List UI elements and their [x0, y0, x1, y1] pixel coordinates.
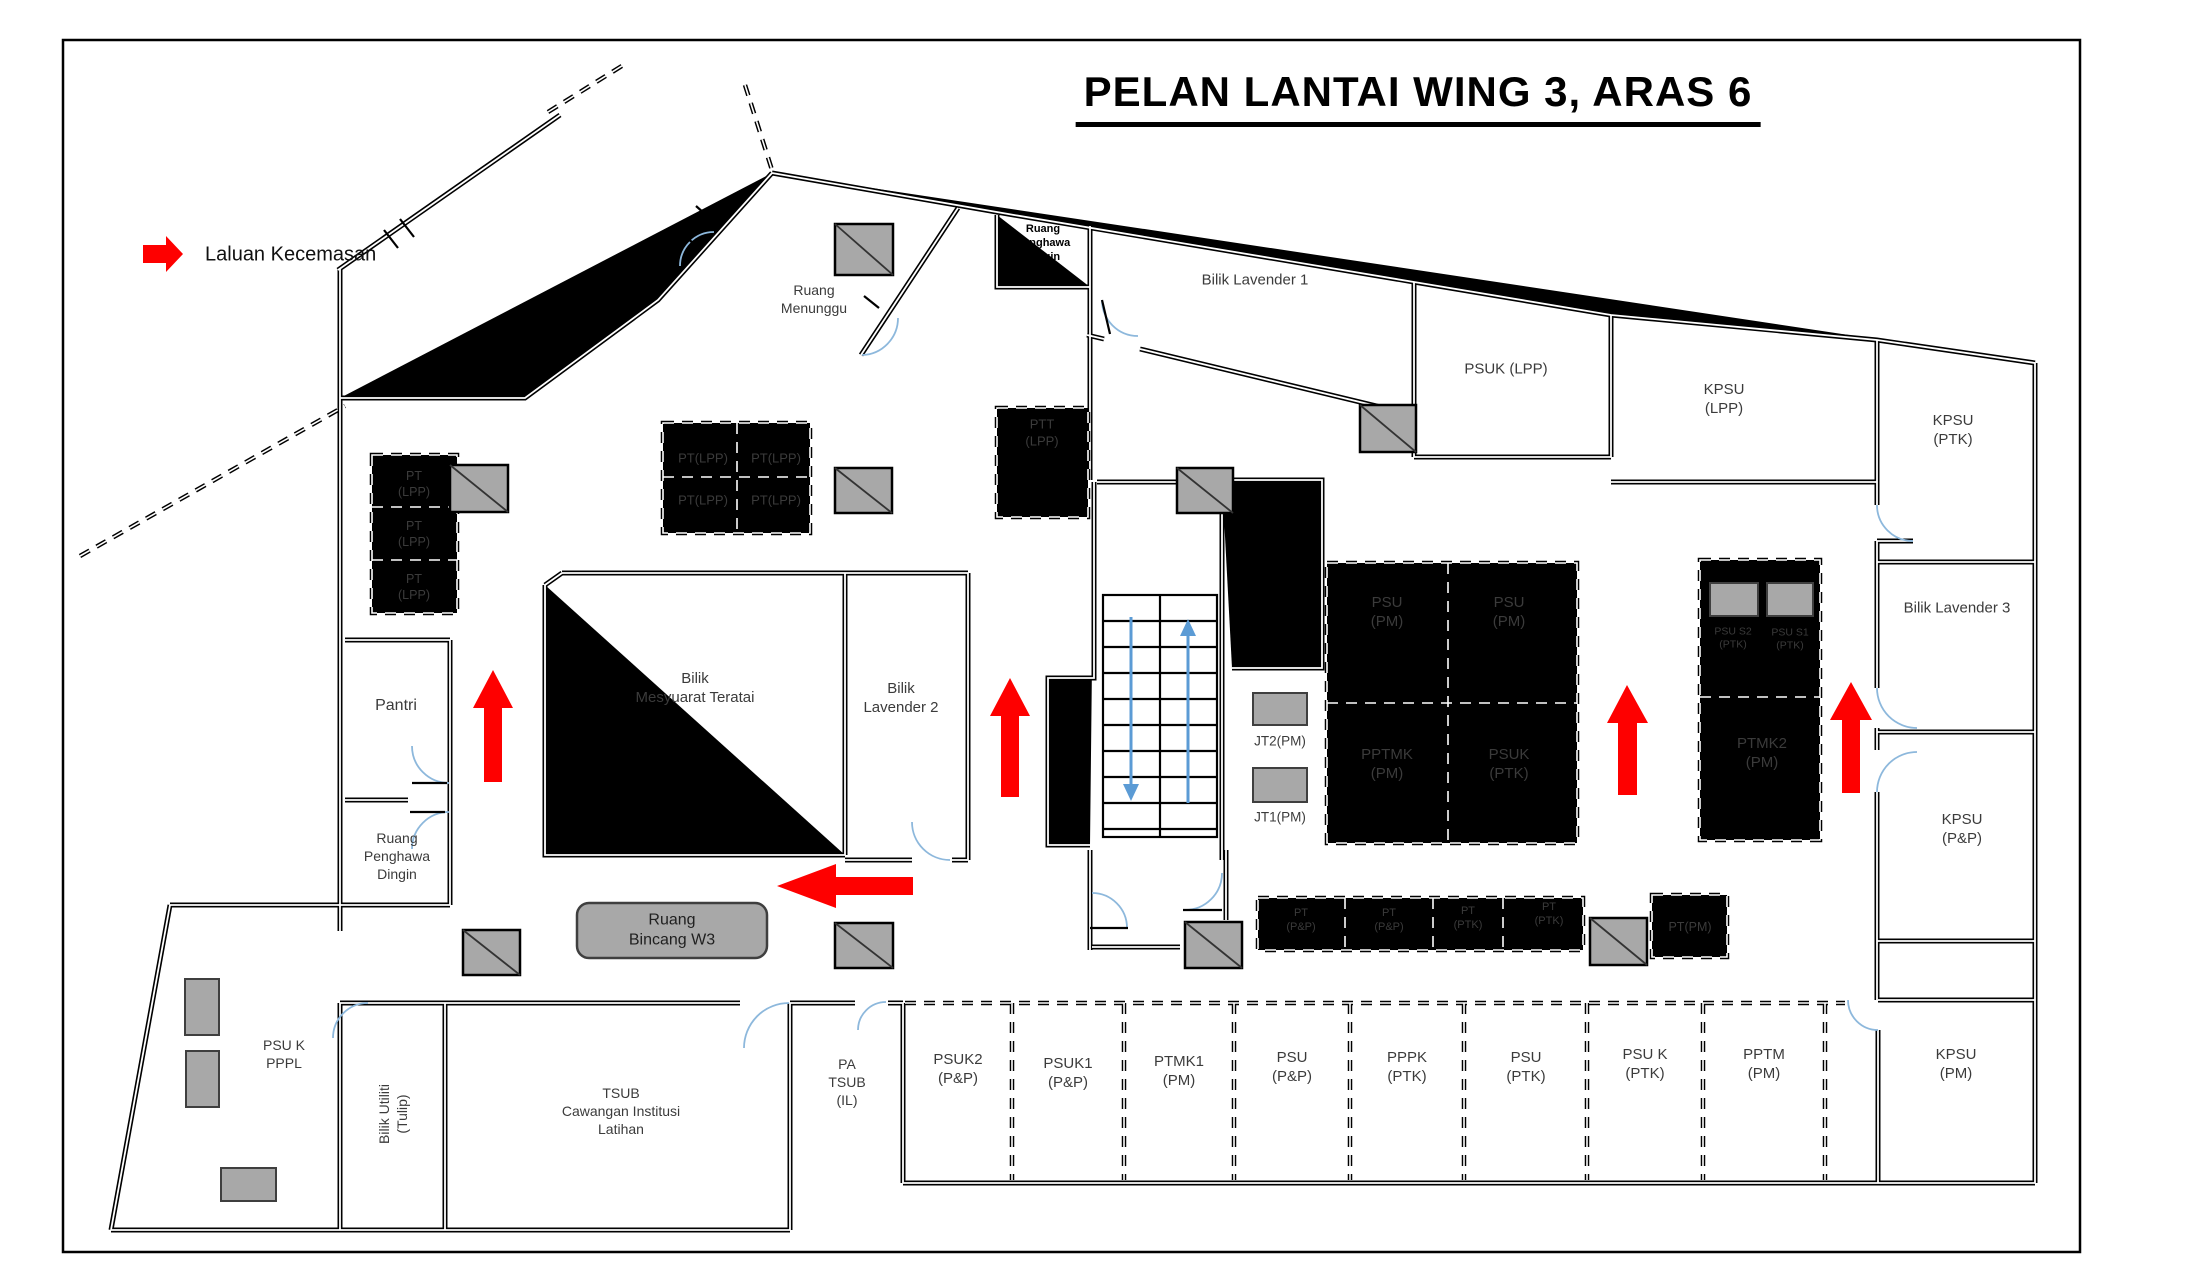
- cubicle-label-pptmk-pm: PPTMK (PM): [1361, 745, 1413, 782]
- door-leaf-ticks: [383, 205, 1222, 930]
- cubicle-label-pt-pp: PT (P&P): [1286, 906, 1316, 933]
- cubicle-label-pt-pp: PT (P&P): [1374, 906, 1404, 933]
- label-jt2-pm: JT2(PM): [1254, 733, 1306, 749]
- door-swing-arcs: [332, 231, 1918, 1049]
- room-label-peralatan-kespel: Peralatan KESPEL: [1247, 530, 1297, 557]
- room-label-psu-k-pppl: PSU K PPPL: [262, 1037, 306, 1071]
- cubicle-label-ptt-lpp: PTT (LPP): [1025, 416, 1059, 448]
- cubicle-label-pt-lpp: PT (LPP): [398, 519, 430, 549]
- room-label-bilik-lavender-1: Bilik Lavender 1: [1201, 271, 1309, 289]
- border-frame: [61, 38, 2082, 1254]
- furniture-boxes: [184, 582, 1814, 1202]
- cubicle-label-pt-lpp: PT(LPP): [751, 450, 801, 466]
- cubicle-label-pt-lpp: PT(LPP): [751, 492, 801, 508]
- walls: [111, 115, 2035, 1230]
- cubicle-label-pt-lpp: PT (LPP): [398, 572, 430, 602]
- room-label-kpsu-ptk: KPSU (PTK): [1932, 411, 1974, 448]
- label-psu-s1-ptk: PSU S1 (PTK): [1771, 626, 1809, 652]
- room-label-bilik-mesyuarat-teratai: Bilik Mesyuarat Teratai: [635, 669, 755, 706]
- emergency-arrow-left-icon: [777, 864, 913, 908]
- cubicle-label-pt-lpp: PT (LPP): [398, 469, 430, 499]
- cubicle-label-psu-pm: PSU (PM): [1492, 593, 1526, 630]
- cubicle-label-ptmk1-pm: PTMK1 (PM): [1153, 1052, 1205, 1089]
- room-label-bilik-lavender-2: Bilik Lavender 2: [863, 679, 939, 716]
- room-label-kpsu-pm: KPSU (PM): [1935, 1045, 1977, 1082]
- room-label-pa-tsub-il: PA TSUB (IL): [828, 1056, 866, 1108]
- cubicle-label-psu-ptk: PSU (PTK): [1506, 1048, 1546, 1085]
- cubicle-label-pt-lpp: PT(LPP): [678, 450, 728, 466]
- emergency-arrow-up-icon: [1830, 682, 1872, 793]
- room-label-psuk-lpp: PSUK (LPP): [1464, 360, 1548, 378]
- room-label-tsub: TSUB Cawangan Institusi Latihan: [561, 1085, 681, 1137]
- label-ruang-bincang-w3: Ruang Bincang W3: [628, 911, 716, 949]
- room-label-ruang-penghawa-dingin-top: Ruang Penghawa Dingin: [1015, 222, 1071, 264]
- cubicle-label-psu-pp: PSU (P&P): [1271, 1048, 1313, 1085]
- room-label-kpsu-pp: KPSU (P&P): [1941, 810, 1983, 847]
- cubicle-label-pptm-pm: PPTM (PM): [1743, 1045, 1785, 1082]
- cubicle-label-psu-pm: PSU (PM): [1370, 593, 1404, 630]
- label-jt1-pm: JT1(PM): [1254, 809, 1306, 825]
- cubicle-label-psu-k-ptk: PSU K (PTK): [1622, 1045, 1668, 1082]
- room-label-kpsu-lpp: KPSU (LPP): [1703, 380, 1745, 417]
- staircase: [1101, 593, 1219, 839]
- emergency-arrow-up-icon: [990, 678, 1030, 797]
- legend-emergency-arrow-icon: [143, 236, 183, 272]
- cubicle-label-psuk1-pp: PSUK1 (P&P): [1043, 1054, 1093, 1091]
- cubicle-label-pt-pm: PT(PM): [1668, 920, 1712, 934]
- room-label-ruang-menunggu: Ruang Menunggu: [780, 282, 848, 316]
- cubicle-label-pt-ptk: PT (PTK): [1453, 904, 1483, 931]
- room-label-ruang-penghawa-dingin-left: Ruang Penghawa Dingin: [363, 830, 431, 882]
- label-psu-s2-ptk: PSU S2 (PTK): [1714, 625, 1752, 651]
- room-label-pantri: Pantri: [375, 696, 417, 714]
- cubicle-label-psuk2-pp: PSUK2 (P&P): [933, 1050, 983, 1087]
- emergency-arrow-up-icon: [473, 670, 513, 782]
- cubicle-label-pppk-ptk: PPPK (PTK): [1386, 1048, 1428, 1085]
- ruang-bincang-block: [575, 901, 769, 960]
- room-label-bilik-lavender-3: Bilik Lavender 3: [1903, 599, 2011, 617]
- cubicle-label-pt-lpp: PT(LPP): [678, 492, 728, 508]
- partition-dashed-walls: [80, 64, 1845, 1180]
- cubicle-label-ptmk2-pm: PTMK2 (PM): [1736, 734, 1788, 771]
- emergency-arrow-up-icon: [1607, 685, 1648, 795]
- cubicle-label-pt-ptk: PT (PTK): [1534, 900, 1564, 927]
- room-label-bilik-utiliti-tulip: Bilik Utiliti (Tulip): [376, 1084, 410, 1144]
- legend-label: Laluan Kecemasan: [205, 243, 377, 266]
- cubicle-label-psuk-ptk: PSUK (PTK): [1488, 745, 1530, 782]
- hatched-fixture-icons: [448, 222, 1649, 977]
- emergency-route-arrows: [143, 236, 1872, 908]
- page-title: PELAN LANTAI WING 3, ARAS 6: [1075, 68, 1761, 127]
